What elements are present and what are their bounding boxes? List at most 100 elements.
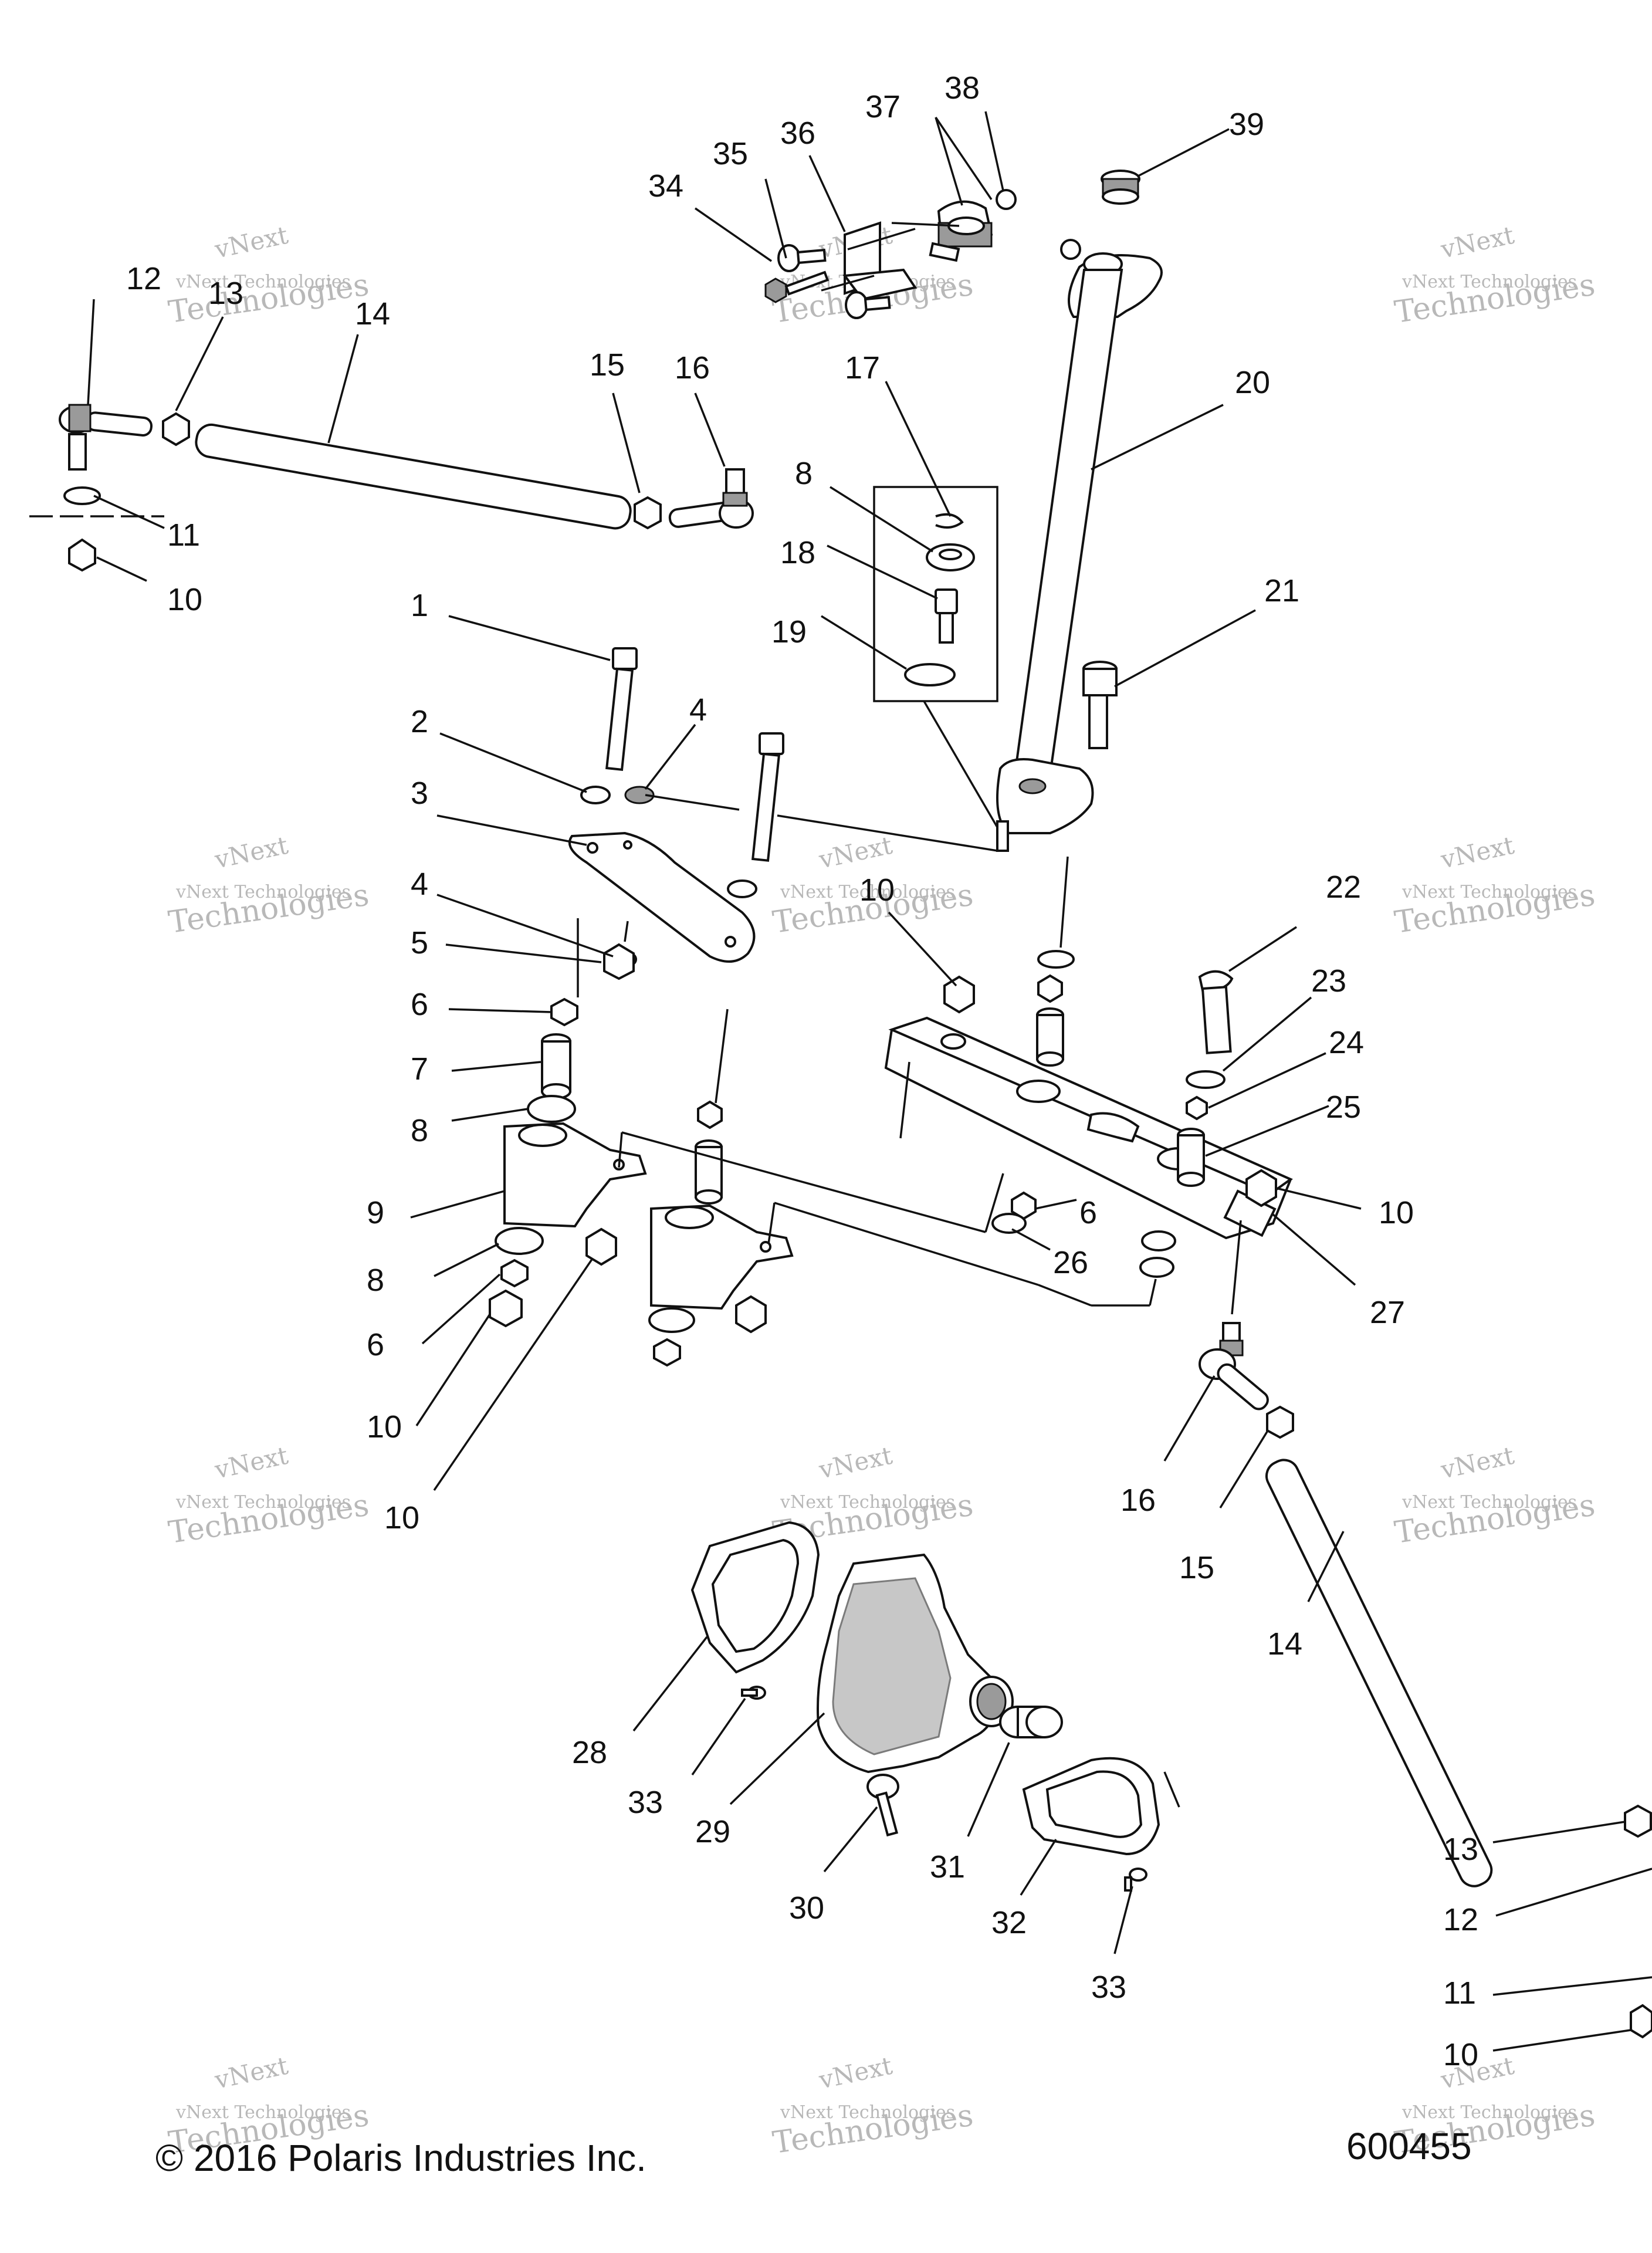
- bushing-7-left: [541, 1033, 571, 1100]
- tie-rod-end-upper-left: [59, 404, 153, 471]
- bushing-center: [695, 1139, 723, 1205]
- watermark-11: vNext vNext Technologies Technologies: [770, 2051, 975, 2161]
- svg-text:vNext: vNext: [212, 2051, 290, 2095]
- nut-10-lower-right: [1630, 2004, 1652, 2039]
- callout-25: 25: [1326, 1090, 1361, 1125]
- callout-14-upper: 14: [355, 296, 390, 331]
- nut-10-left: [489, 1289, 523, 1328]
- svg-text:vNext Technologies: vNext Technologies: [1402, 2102, 1577, 2123]
- callout-18: 18: [780, 535, 815, 570]
- callout-33-left: 33: [628, 1785, 663, 1820]
- callout-38: 38: [945, 70, 980, 106]
- callout-8-lower: 8: [367, 1263, 384, 1298]
- gasket-32: [1022, 1757, 1160, 1856]
- bolt-long: [751, 732, 784, 862]
- tie-rod-end-16-upper: [668, 468, 754, 529]
- washer-column: [1037, 950, 1075, 969]
- callout-11-upper: 11: [167, 517, 200, 553]
- callout-27: 27: [1370, 1295, 1405, 1330]
- watermark-7: vNext vNext Technologies Technologies: [166, 1441, 371, 1551]
- nut-10-center: [585, 1227, 617, 1266]
- watermark-4: vNext vNext Technologies Technologies: [166, 831, 371, 941]
- svg-text:vNext Technologies: vNext Technologies: [1402, 1492, 1577, 1513]
- part-drawings: [59, 170, 1652, 2039]
- svg-text:vNext Technologies: vNext Technologies: [780, 882, 955, 902]
- tie-rod-tube-lower: [1265, 1459, 1493, 1887]
- copyright-text: © 2016 Polaris Industries Inc.: [155, 2137, 646, 2179]
- callout-8-detail: 8: [795, 456, 813, 491]
- watermark-1: vNext vNext Technologies Technologies: [166, 221, 371, 330]
- nut-lower-right-bracket: [653, 1338, 681, 1367]
- callout-17: 17: [845, 350, 880, 385]
- callout-39: 39: [1229, 107, 1264, 142]
- washer-right-plate: [727, 879, 757, 898]
- callout-13-upper: 13: [208, 276, 243, 311]
- callout-36: 36: [780, 116, 815, 151]
- callout-16-upper: 16: [675, 350, 710, 385]
- washer-26-a: [991, 1213, 1027, 1234]
- svg-text:vNext: vNext: [1438, 221, 1516, 264]
- steering-post-20: [996, 252, 1163, 852]
- nut-24: [1186, 1095, 1208, 1121]
- callout-9: 9: [367, 1195, 384, 1230]
- callout-37: 37: [865, 89, 901, 124]
- svg-text:vNext: vNext: [816, 2051, 895, 2095]
- nut-6-left: [550, 997, 578, 1027]
- callout-32: 32: [991, 1905, 1027, 1940]
- watermark-3: vNext vNext Technologies Technologies: [1392, 221, 1597, 330]
- callout-21: 21: [1264, 573, 1299, 608]
- callout-11-lower: 11: [1443, 1975, 1476, 2011]
- washer-8-left-upper: [527, 1095, 576, 1123]
- tie-rod-tube-upper: [195, 423, 632, 530]
- svg-text:vNext: vNext: [1438, 1441, 1516, 1484]
- nut-bracket-tab: [735, 1295, 767, 1334]
- e-clip-17: [935, 513, 964, 529]
- bushing-25: [1177, 1128, 1205, 1187]
- callout-23: 23: [1311, 963, 1346, 999]
- svg-text:vNext Technologies: vNext Technologies: [175, 2102, 351, 2123]
- boot-29: [817, 1553, 1014, 1774]
- callout-12-upper: 12: [126, 261, 161, 296]
- callout-13-lower: 13: [1443, 1832, 1478, 1867]
- bushing-arm: [1036, 1007, 1064, 1067]
- plate-3: [568, 831, 756, 963]
- callout-14-lower: 14: [1267, 1626, 1302, 1662]
- callout-34: 34: [648, 168, 683, 204]
- callout-22: 22: [1326, 870, 1361, 905]
- callout-10-right: 10: [1379, 1195, 1414, 1230]
- jam-nut-15-lower: [1266, 1405, 1294, 1439]
- jam-nut-13-upper: [162, 412, 190, 446]
- callout-28: 28: [572, 1735, 607, 1770]
- nut-center-upper: [697, 1100, 723, 1129]
- svg-text:vNext: vNext: [816, 1441, 895, 1484]
- watermark-6: vNext vNext Technologies Technologies: [1392, 831, 1597, 941]
- svg-text:vNext: vNext: [212, 221, 290, 264]
- washer-26-c: [1139, 1257, 1174, 1278]
- svg-text:vNext: vNext: [1438, 831, 1516, 874]
- callout-labels: 12 13 14 15 16 11 10 1 2 4 3 4 5 6 7 8 9…: [126, 70, 1478, 2072]
- tie-rod-end-16-lower: [1199, 1322, 1269, 1410]
- callout-15-upper: 15: [590, 347, 625, 383]
- callout-10-lower: 10: [1443, 2037, 1478, 2072]
- callout-4-upper: 4: [689, 692, 707, 728]
- washer-lower-right-bracket: [648, 1307, 695, 1333]
- callout-2: 2: [411, 704, 428, 739]
- nut-arm-center: [1037, 974, 1063, 1003]
- nut-6-arm: [1011, 1191, 1037, 1220]
- callout-1: 1: [411, 588, 428, 623]
- leader-lines: [29, 111, 1652, 2052]
- bracket-9-right: [650, 1204, 794, 1310]
- callout-29: 29: [695, 1814, 730, 1849]
- screw-33-left: [741, 1686, 766, 1700]
- nut-10-right: [1245, 1169, 1277, 1207]
- svg-text:vNext Technologies: vNext Technologies: [175, 272, 351, 292]
- callout-30: 30: [789, 1890, 824, 1926]
- nut-10-arm: [943, 975, 975, 1014]
- callout-12-lower: 12: [1443, 1902, 1478, 1937]
- callout-4-lower: 4: [411, 867, 428, 902]
- callout-20: 20: [1235, 365, 1270, 400]
- svg-text:vNext: vNext: [212, 1441, 290, 1484]
- svg-text:vNext Technologies: vNext Technologies: [175, 882, 351, 902]
- washer-26-b: [1141, 1230, 1176, 1251]
- pin-18: [935, 588, 958, 644]
